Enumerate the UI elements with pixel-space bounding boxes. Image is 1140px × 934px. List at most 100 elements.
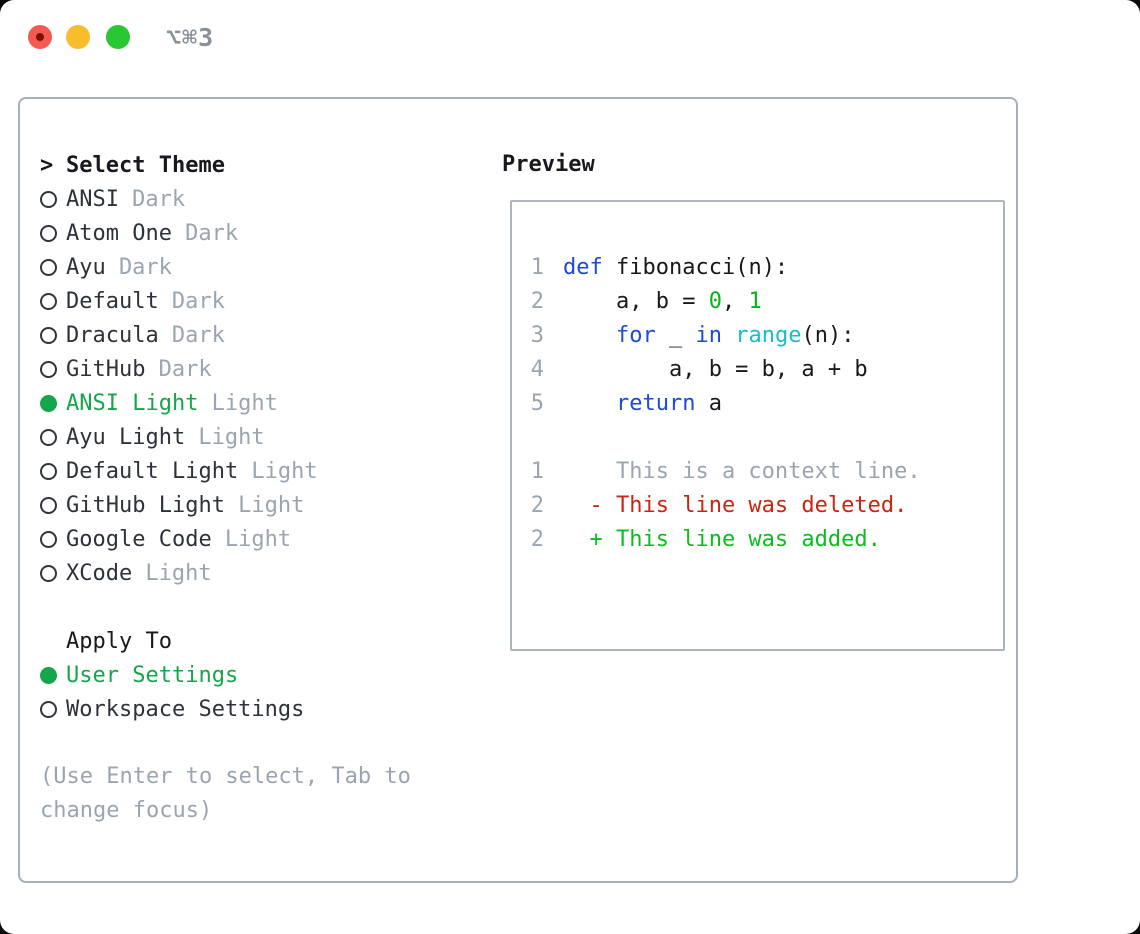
radio-icon (40, 700, 57, 718)
radio-column (40, 360, 66, 378)
code-line: 3 for _ in range(n): (530, 318, 1003, 352)
line-number: 5 (530, 390, 544, 416)
theme-option-default-light[interactable]: Default Light Light (40, 454, 480, 488)
theme-selector-title-row: > Select Theme (40, 148, 480, 182)
theme-name: ANSI (66, 186, 119, 212)
code-content: return a (563, 391, 722, 416)
close-button[interactable] (28, 25, 52, 49)
code-token-keyword: return (615, 390, 696, 416)
radio-icon (40, 360, 57, 378)
theme-name: XCode (66, 560, 133, 586)
radio-column (40, 224, 66, 242)
code-line: 2 a, b = 0, 1 (530, 284, 1003, 318)
radio-column (40, 700, 66, 718)
code-line (530, 420, 1003, 454)
apply-option-workspace-settings[interactable]: Workspace Settings (40, 692, 480, 726)
titlebar: ⌥⌘3 (0, 0, 1140, 74)
theme-variant-badge: Light (251, 458, 318, 484)
theme-variant-badge: Light (198, 424, 265, 450)
code-line: 4 a, b = b, a + b (530, 352, 1003, 386)
apply-option-label: User Settings (66, 662, 239, 688)
radio-column (40, 428, 66, 446)
code-line: 2 + This line was added. (530, 522, 1003, 556)
theme-selector-title: Select Theme (66, 152, 225, 178)
line-number: 2 (530, 288, 544, 314)
code-token-plain: _ (655, 322, 696, 348)
radio-selected-icon (40, 666, 57, 684)
help-text: (Use Enter to select, Tab to change focus… (40, 760, 480, 828)
close-dot-icon (36, 33, 44, 41)
help-text-line: change focus) (40, 798, 213, 823)
line-number: 3 (530, 322, 544, 348)
theme-option-google-code[interactable]: Google Code Light (40, 522, 480, 556)
code-line: 2 - This line was deleted. (530, 488, 1003, 522)
theme-variant-badge: Dark (118, 254, 172, 280)
code-token-context: This is a context line. (563, 458, 921, 484)
code-token-plain: a, b = (563, 288, 709, 314)
line-number: 1 (530, 458, 544, 484)
code-token-plain (563, 391, 616, 416)
theme-variant-badge: Light (145, 560, 212, 586)
line-number: 2 (530, 526, 544, 552)
radio-column (40, 258, 66, 276)
theme-variant-badge: Dark (158, 356, 212, 382)
help-text-line: (Use Enter to select, Tab to (40, 764, 411, 789)
radio-column (40, 462, 66, 480)
code-content: - This line was deleted. (563, 493, 907, 518)
radio-icon (40, 496, 57, 514)
radio-column (40, 190, 66, 208)
minimize-button[interactable] (66, 25, 90, 49)
theme-option-ayu[interactable]: Ayu Dark (40, 250, 480, 284)
theme-name: Default (66, 288, 159, 314)
code-content: a, b = b, a + b (563, 357, 868, 382)
code-content: This is a context line. (563, 459, 921, 484)
code-token-plain: a (695, 390, 722, 416)
radio-icon (40, 530, 57, 548)
theme-name: Default Light (66, 458, 239, 484)
radio-icon (40, 292, 57, 310)
radio-icon (40, 428, 57, 446)
code-token-plain: a, b = b, a + b (563, 356, 868, 382)
code-line: 5 return a (530, 386, 1003, 420)
spacer (40, 590, 480, 624)
zoom-button[interactable] (106, 25, 130, 49)
code-token-added: + This line was added. (563, 526, 881, 552)
line-number: 2 (530, 492, 544, 518)
code-token-keyword: def (563, 254, 603, 280)
code-token-plain: (n): (801, 322, 855, 348)
radio-icon (40, 564, 57, 582)
code-token-deleted: - This line was deleted. (563, 492, 908, 518)
code-content: for _ in range(n): (563, 323, 854, 348)
theme-name: Ayu Light (66, 424, 186, 450)
apply-option-label: Workspace Settings (66, 696, 305, 722)
theme-name: Google Code (66, 526, 212, 552)
apply-option-user-settings[interactable]: User Settings (40, 658, 480, 692)
radio-column (40, 564, 66, 582)
focus-caret-icon: > (40, 152, 54, 178)
theme-variant-badge: Dark (171, 322, 225, 348)
code-token-plain (722, 323, 735, 348)
radio-column (40, 496, 66, 514)
theme-option-ayu-light[interactable]: Ayu Light Light (40, 420, 480, 454)
code-content: + This line was added. (563, 526, 881, 552)
code-line: 1 This is a context line. (530, 454, 1003, 488)
radio-icon (40, 326, 57, 344)
preview-title: Preview (502, 152, 595, 177)
radio-icon (40, 462, 57, 480)
theme-name: Ayu (66, 254, 106, 280)
theme-option-xcode[interactable]: XCode Light (40, 556, 480, 590)
theme-variant-badge: Light (224, 526, 292, 552)
theme-variant-badge: Light (238, 492, 305, 518)
